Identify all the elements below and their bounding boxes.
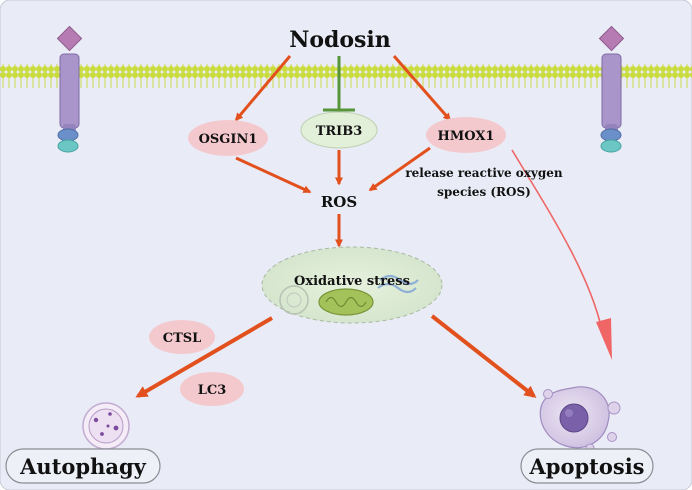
receptor-left-icon [56,25,83,153]
node-trib3-label: TRIB3 [316,124,363,139]
autophagy-cell-icon [82,402,130,450]
outcome-apoptosis: Apoptosis [520,448,654,484]
edge-nodosin-trib3-inhibition [323,56,355,112]
edge-nodosin-osgin1 [234,55,292,122]
edge-osgin1-ros [235,156,312,194]
edge-nodosin-hmox1 [392,55,452,122]
receptor-right-icon [598,25,625,153]
node-hmox1-label: HMOX1 [438,129,495,144]
node-osgin1: OSGIN1 [188,120,268,156]
edge-hmox1-ros [368,146,431,192]
cell-organelle-icon [279,285,309,315]
node-ctsl: CTSL [149,320,215,354]
node-osgin1-label: OSGIN1 [199,132,258,147]
edge-oxidative-stress-autophagy [135,316,274,398]
node-ctsl-label: CTSL [163,331,202,346]
node-trib3: TRIB3 [300,111,378,149]
outcome-autophagy: Autophagy [5,448,161,484]
hmox1-annotation-line1: release reactive oxygen [405,166,563,180]
hmox1-annotation-line2: species (ROS) [437,185,531,199]
apoptosis-cell-icon [539,386,621,453]
node-lc3-label: LC3 [198,383,227,398]
endoplasmic-reticulum-icon [377,274,419,294]
edge-oxidative-stress-apoptosis [430,314,537,398]
node-oxidative-stress: Oxidative stress [261,246,443,324]
node-oxidative-stress-label: Oxidative stress [294,274,410,289]
outcome-autophagy-label: Autophagy [19,454,147,479]
edge-hmox1-apoptosis [511,149,612,360]
node-lc3: LC3 [180,372,244,406]
outcome-apoptosis-label: Apoptosis [529,454,645,479]
node-hmox1: HMOX1 [426,117,506,153]
node-nodosin: Nodosin [289,27,391,53]
node-ros: ROS [321,193,357,211]
mitochondrion-icon [318,288,374,316]
cell-membrane [0,64,692,88]
